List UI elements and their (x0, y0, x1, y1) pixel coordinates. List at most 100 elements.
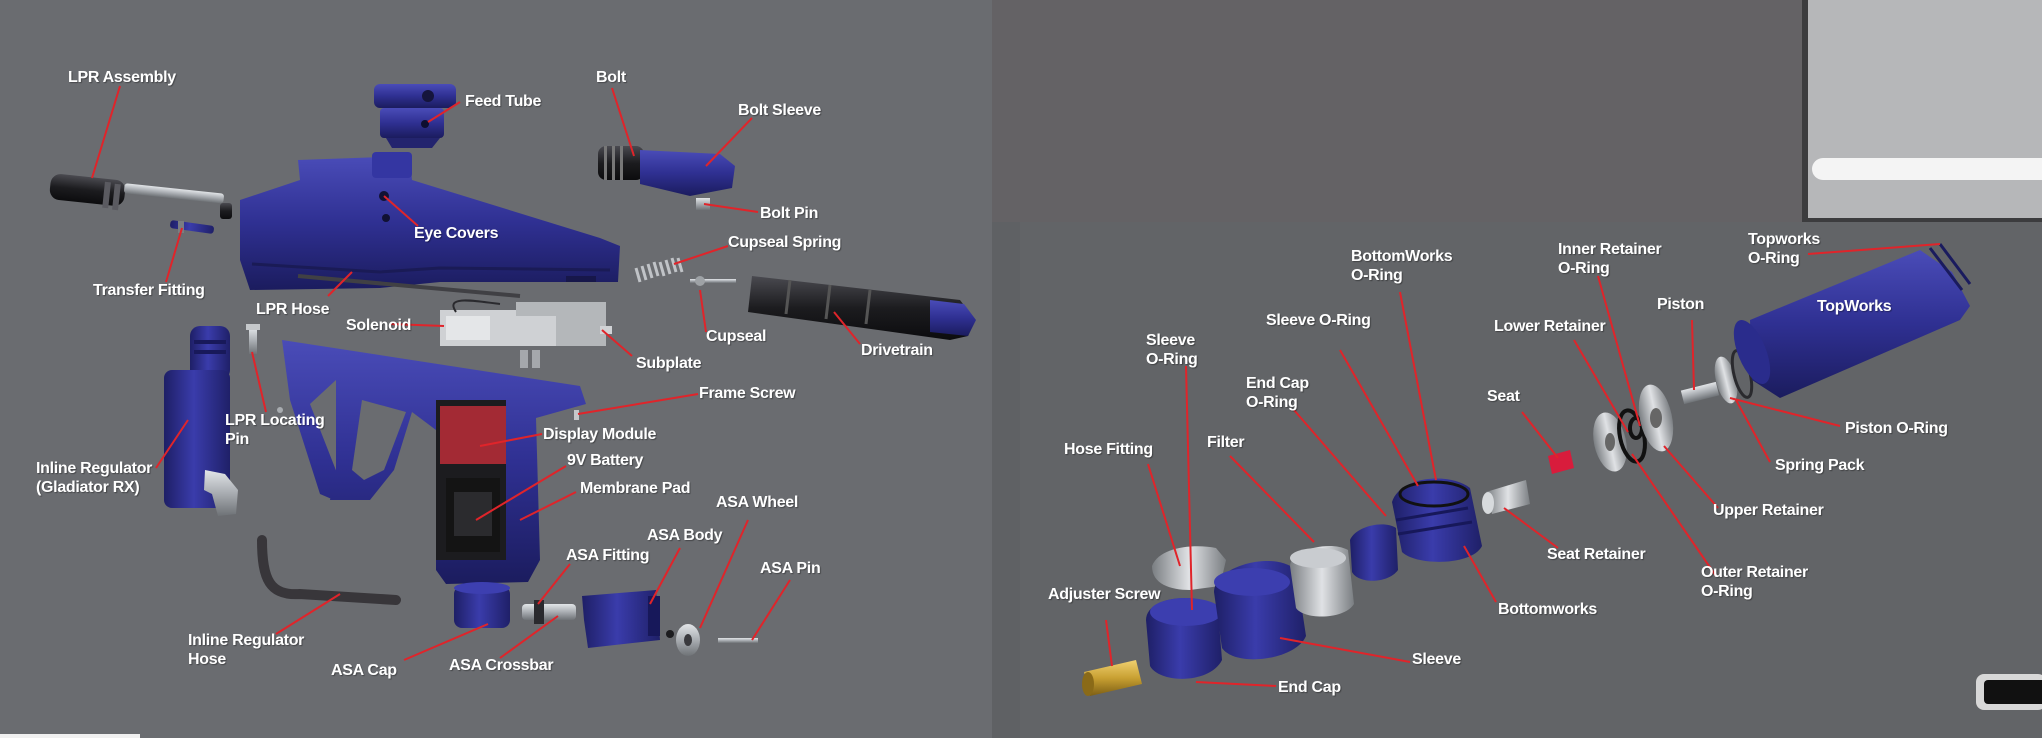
label-bottomworks: Bottomworks (1498, 601, 1597, 618)
label-feed-tube: Feed Tube (465, 93, 542, 110)
asa-fitting-part (522, 600, 576, 624)
piston-part (1680, 349, 1754, 405)
label-bolt-sleeve: Bolt Sleeve (738, 102, 821, 119)
label-outer-retainer-oring: Outer Retainer O-Ring (1701, 563, 1808, 601)
topworks-part (1733, 243, 1972, 398)
label-lpr-assembly: LPR Assembly (68, 69, 176, 86)
label-bolt: Bolt (596, 69, 626, 86)
label-sleeve: Sleeve (1412, 651, 1461, 668)
label-bottomworks-oring: BottomWorks O-Ring (1351, 247, 1453, 285)
feed-tube-part (374, 84, 456, 148)
label-inline-regulator: Inline Regulator (Gladiator RX) (36, 459, 152, 497)
label-end-cap-oring-line2: O-Ring (1246, 394, 1298, 411)
label-transfer-fitting: Transfer Fitting (93, 282, 205, 299)
label-asa-wheel: ASA Wheel (716, 494, 799, 511)
hose-fitting-part (1152, 546, 1226, 590)
right-leader-lines (1105, 243, 1941, 687)
inline-regulator-hose-part (257, 535, 401, 605)
label-topworks-oring-line2: O-Ring (1748, 250, 1800, 267)
adjuster-screw-part (1082, 660, 1142, 696)
label-end-cap: End Cap (1278, 679, 1341, 696)
label-spring-pack: Spring Pack (1775, 457, 1865, 474)
label-outer-retainer-oring-line1: Outer Retainer (1701, 564, 1808, 581)
label-inner-retainer-oring: Inner Retainer O-Ring (1558, 240, 1662, 278)
label-piston-oring: Piston O-Ring (1845, 420, 1948, 437)
lpr-locating-pin-part (246, 324, 260, 354)
label-hose-fitting: Hose Fitting (1064, 441, 1153, 458)
label-sleeve-oring-single: Sleeve O-Ring (1266, 312, 1371, 329)
seat-retainer-part (1482, 480, 1530, 514)
label-cupseal-spring: Cupseal Spring (728, 234, 842, 251)
label-asa-fitting: ASA Fitting (566, 547, 650, 564)
label-inline-regulator-hose-line2: Hose (188, 651, 226, 668)
lpr-assembly-part (49, 174, 232, 219)
sleeve-part (1214, 561, 1306, 660)
label-inner-retainer-oring-line2: O-Ring (1558, 260, 1610, 277)
label-lpr-locating-pin-line1: LPR Locating (225, 412, 325, 429)
label-lpr-locating-pin-line2: Pin (225, 431, 249, 448)
label-topworks-oring: Topworks O-Ring (1748, 230, 1820, 268)
label-9v-battery: 9V Battery (567, 452, 644, 469)
label-lpr-hose: LPR Hose (256, 301, 330, 318)
label-frame-screw: Frame Screw (699, 385, 796, 402)
label-subplate: Subplate (636, 355, 702, 372)
label-piston: Piston (1657, 296, 1705, 313)
label-bottomworks-oring-line2: O-Ring (1351, 267, 1403, 284)
transfer-fitting-part (170, 220, 214, 234)
lpr-hose-part (297, 274, 521, 298)
asa-cap-part (454, 582, 510, 628)
frame-part (277, 340, 586, 584)
label-drivetrain: Drivetrain (861, 342, 933, 359)
label-filter: Filter (1207, 434, 1245, 451)
label-seat: Seat (1487, 388, 1520, 405)
label-sleeve-oring-line1: Sleeve (1146, 332, 1195, 349)
regulator-parts (1082, 243, 1972, 696)
label-sleeve-oring-line2: O-Ring (1146, 351, 1198, 368)
label-bolt-pin: Bolt Pin (760, 205, 819, 222)
label-inline-regulator-hose-line1: Inline Regulator (188, 632, 305, 649)
label-asa-cap: ASA Cap (331, 662, 397, 679)
label-end-cap-oring: End Cap O-Ring (1246, 374, 1309, 412)
label-seat-retainer: Seat Retainer (1547, 546, 1646, 563)
label-inline-regulator-line2: (Gladiator RX) (36, 479, 140, 496)
label-eye-covers: Eye Covers (414, 225, 499, 242)
label-topworks: TopWorks (1817, 298, 1892, 315)
label-sleeve-oring: Sleeve O-Ring (1146, 331, 1198, 369)
label-cupseal: Cupseal (706, 328, 767, 345)
label-membrane-pad: Membrane Pad (580, 480, 691, 497)
label-asa-crossbar: ASA Crossbar (449, 657, 554, 674)
inline-regulator-part (164, 326, 238, 516)
end-cap-part (1146, 597, 1222, 679)
cupseal-spring-part (634, 257, 684, 283)
filter-part (1290, 545, 1354, 617)
label-bottomworks-oring-line1: BottomWorks (1351, 248, 1453, 265)
label-inner-retainer-oring-line1: Inner Retainer (1558, 241, 1662, 258)
lower-retainer-part (1593, 408, 1647, 472)
solenoid-part (440, 299, 612, 368)
label-solenoid: Solenoid (346, 317, 412, 334)
cupseal-part (690, 276, 736, 286)
label-asa-body: ASA Body (647, 527, 723, 544)
asa-body-part (582, 590, 660, 648)
label-adjuster-screw: Adjuster Screw (1048, 586, 1161, 603)
label-inline-regulator-line1: Inline Regulator (36, 460, 153, 477)
bottomworks-part (1350, 478, 1482, 581)
label-display-module: Display Module (543, 426, 657, 443)
marker-parts (49, 84, 976, 656)
label-upper-retainer: Upper Retainer (1713, 502, 1824, 519)
label-asa-pin: ASA Pin (760, 560, 821, 577)
asa-pin-part (718, 638, 758, 643)
label-lower-retainer: Lower Retainer (1494, 318, 1606, 335)
label-topworks-oring-line1: Topworks (1748, 231, 1820, 248)
asa-wheel-part (666, 624, 700, 656)
upper-retainer-part (1638, 384, 1674, 452)
drivetrain-part (748, 276, 976, 340)
label-inline-regulator-hose: Inline Regulator Hose (188, 631, 304, 669)
left-leader-lines (91, 85, 861, 661)
label-end-cap-oring-line1: End Cap (1246, 375, 1309, 392)
label-outer-retainer-oring-line2: O-Ring (1701, 583, 1753, 600)
label-lpr-locating-pin: LPR Locating Pin (225, 411, 325, 449)
seat-part (1548, 450, 1574, 474)
